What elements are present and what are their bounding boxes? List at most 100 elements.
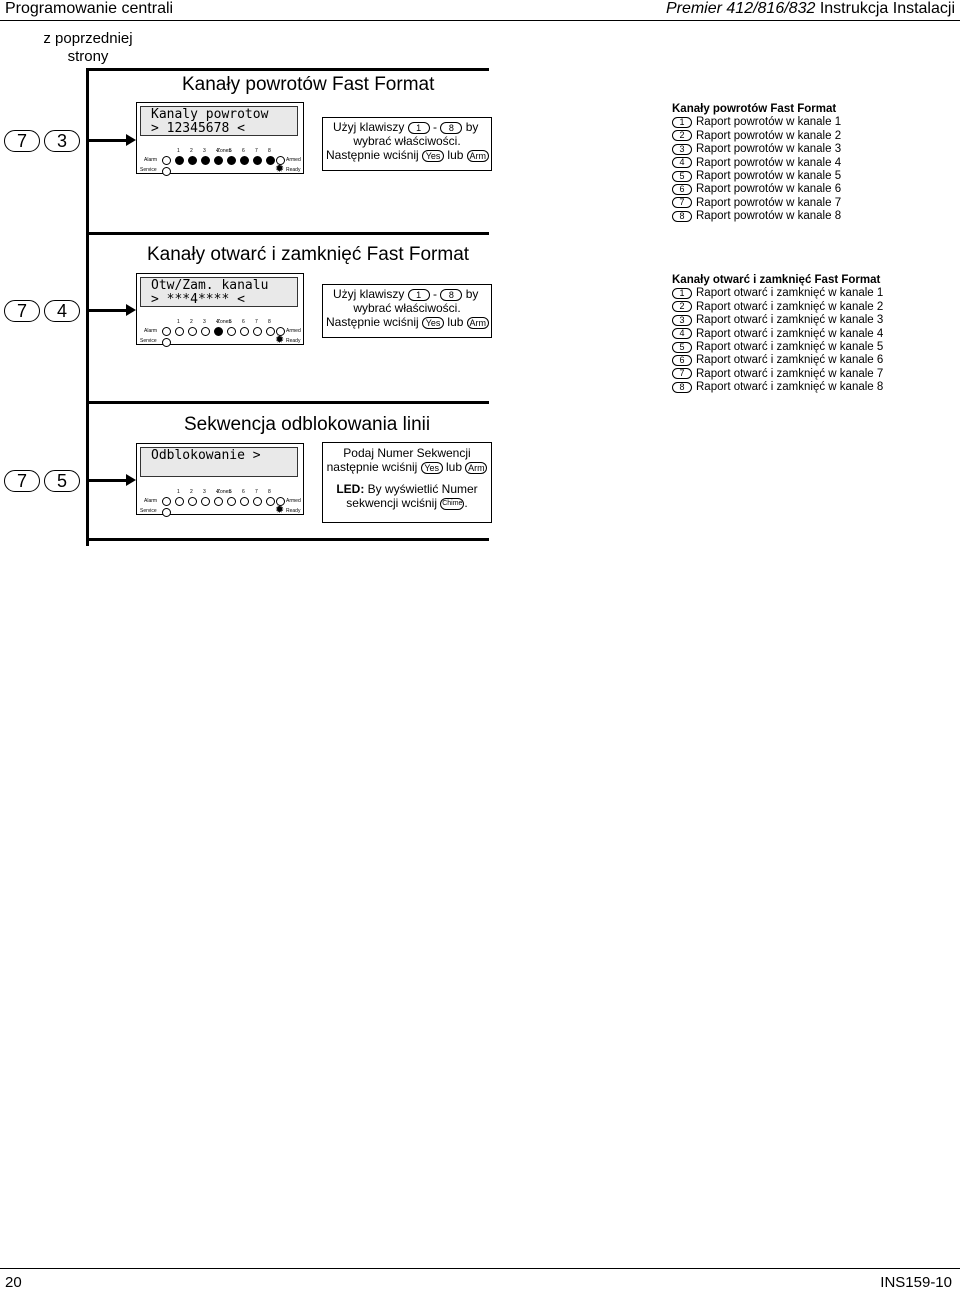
instruction-line-3: LED: By wyświetlić Numer [323,482,491,496]
service-led [162,167,171,176]
zones-label: Zones [217,319,231,325]
zone-number: 1 [177,148,180,154]
lcd-line-2: > ***4**** < [151,292,245,307]
key-7-icon: 7 [672,197,692,209]
list-item-label: Raport powrotów w kanale 6 [696,183,842,196]
armed-label: Armed [286,328,301,334]
alarm-led [162,497,171,506]
instruction-line-1: Podaj Numer Sekwencji [343,446,471,460]
flow-connector [89,538,489,541]
yes-key-icon: Yes [422,149,445,162]
yes-key-icon: Yes [422,316,445,329]
key-7: 7 [4,300,40,322]
instruction-box: Użyj klawiszy 1 - 8 by wybrać właściwośc… [322,117,492,171]
key-1-icon: 1 [672,287,692,299]
zone-number: 7 [255,319,258,325]
zone-number: 5 [229,319,232,325]
zone-number: 3 [203,319,206,325]
key-8-icon: 8 [672,210,692,222]
header-manual-title: Premier 412/816/832 Instrukcja Instalacj… [666,0,955,18]
key-7: 7 [4,470,40,492]
list-item-label: Raport otwarć i zamknięć w kanale 2 [696,300,884,313]
list-item-label: Raport otwarć i zamknięć w kanale 3 [696,314,884,327]
alarm-label: Alarm [144,498,158,504]
key-2-icon: 2 [672,130,692,142]
zone-led [227,327,236,336]
alarm-label: Alarm [144,157,158,163]
instruction-text: By wyświetlić Numer [367,482,478,496]
list-item-label: Raport otwarć i zamknięć w kanale 1 [696,287,884,300]
list-item: 2 Raport otwarć i zamknięć w kanale 2 [672,301,883,314]
key-5: 5 [44,470,80,492]
key-2-icon: 2 [672,301,692,313]
arrow-icon [126,474,136,486]
arm-key-icon: Arm [465,461,488,474]
list-item-label: Raport powrotów w kanale 8 [696,210,842,223]
zone-number: 4 [216,319,219,325]
key-1-icon: 1 [407,121,430,134]
zone-number: 7 [255,148,258,154]
zone-number: 3 [203,148,206,154]
instruction-text: lub [447,148,464,162]
list-item-label: Raport otwarć i zamknięć w kanale 5 [696,341,884,354]
ready-led-icon: ✹ [275,163,285,175]
zone-led [188,156,197,165]
zone-led [175,497,184,506]
from-previous-page: z poprzedniej strony [43,30,133,65]
led-label: LED: [336,482,365,496]
key-3: 3 [44,130,80,152]
ready-label: Ready [286,508,301,514]
option-list-title: Kanały powrotów Fast Format [672,103,837,115]
zone-led [188,327,197,336]
key-3-icon: 3 [672,143,692,155]
key-8-icon: 8 [440,288,463,301]
flow-connector [89,479,129,482]
instruction-text: następnie wciśnij [326,460,418,474]
zone-number: 1 [177,489,180,495]
armed-led [276,156,285,165]
key-6-icon: 6 [672,354,692,366]
instruction-line-2: wybrać właściwości. [353,134,461,148]
list-item: 1 Raport otwarć i zamknięć w kanale 1 [672,287,883,300]
list-item-label: Raport powrotów w kanale 5 [696,170,842,183]
section-title: Kanały powrotów Fast Format [182,74,435,95]
instruction-box: Użyj klawiszy 1 - 8 by wybrać właściwośc… [322,284,492,338]
arrow-icon [126,304,136,316]
zone-number: 6 [242,319,245,325]
instruction-text: Użyj klawiszy [333,120,405,134]
flow-connector [89,139,129,142]
instruction-dash: - [433,120,438,134]
armed-label: Armed [286,157,301,163]
list-item-label: Raport otwarć i zamknięć w kanale 4 [696,327,884,340]
list-item: 3 Raport powrotów w kanale 3 [672,143,841,156]
lcd-line-1: Odblokowanie > [151,448,261,463]
list-item-label: Raport otwarć i zamknięć w kanale 6 [696,354,884,367]
service-label: Service [140,338,157,344]
instruction-text: Następnie wciśnij [326,148,419,162]
service-led [162,508,171,517]
zone-led [240,156,249,165]
zones-label: Zones [217,148,231,154]
zone-led [175,327,184,336]
spacer [323,474,491,482]
key-8-icon: 8 [672,381,692,393]
list-item-label: Raport powrotów w kanale 1 [696,116,842,129]
service-label: Service [140,508,157,514]
armed-led [276,327,285,336]
lcd-screen: Odblokowanie > [140,447,298,477]
flow-connector [89,232,489,235]
list-item: 6 Raport otwarć i zamknięć w kanale 6 [672,354,883,367]
zone-led [240,327,249,336]
header-rule [0,20,960,21]
key-8-icon: 8 [440,121,463,134]
arm-key-icon: Arm [466,316,489,329]
list-item-label: Raport powrotów w kanale 3 [696,143,842,156]
